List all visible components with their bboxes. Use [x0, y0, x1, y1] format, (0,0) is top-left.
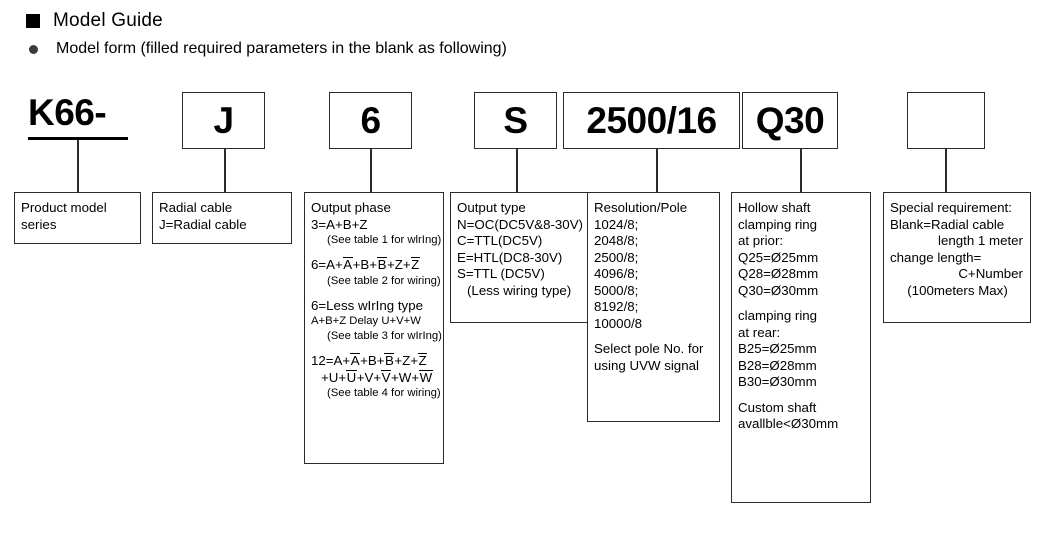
desc-line: B30=Ø30mm: [738, 374, 817, 389]
code-cell-output-phase[interactable]: 6: [329, 92, 412, 149]
connector-cable-type: [224, 149, 226, 192]
desc-line: 8192/8;: [594, 299, 639, 314]
desc-line: B28=Ø28mm: [738, 357, 817, 373]
connector-product-series: [77, 140, 79, 192]
desc-line: clamping ring: [738, 216, 818, 232]
desc-line: B25=Ø25mm: [738, 341, 817, 356]
desc-line: [738, 299, 865, 308]
desc-line: S=TTL (DC5V): [457, 266, 545, 281]
desc-line: 12=A+A+B+B+Z+Z: [311, 353, 428, 368]
connector-special-requirement: [945, 149, 947, 192]
desc-line: avallble<Ø30mm: [738, 416, 839, 431]
desc-line: (See table 2 for wiring): [327, 274, 441, 287]
desc-line: 2048/8;: [594, 233, 639, 248]
code-cell-product-series[interactable]: K66-: [28, 88, 128, 140]
desc-line: 10000/8: [594, 315, 643, 331]
desc-line: A+B+Z Delay U+V+W: [311, 315, 421, 327]
desc-line: using UVW signal: [594, 357, 699, 373]
desc-line: (100meters Max): [907, 282, 1008, 298]
desc-line: 6=A+A+B+B+Z+Z: [311, 257, 420, 272]
filled-square-bullet-icon: [26, 14, 40, 28]
page-subtitle: Model form (filled required parameters i…: [56, 40, 507, 57]
desc-line: clamping ring: [738, 308, 818, 323]
desc-line: 4096/8;: [594, 266, 639, 281]
desc-line: length 1 meter: [937, 233, 1023, 248]
desc-line: (See table 4 for wiring): [327, 387, 441, 399]
code-cell-output-type[interactable]: S: [474, 92, 557, 149]
desc-line: Blank=Radial cable: [890, 216, 1005, 232]
code-cell-cable-type[interactable]: J: [182, 92, 265, 149]
desc-line: C=TTL(DC5V): [457, 233, 543, 248]
desc-line: Resolution/Pole: [594, 200, 688, 215]
page-title: Model Guide: [53, 10, 163, 31]
desc-line: (See table 3 for wIrIng): [327, 330, 442, 342]
code-cell-special-requirement[interactable]: [907, 92, 985, 149]
connector-output-type: [516, 149, 518, 192]
desc-line: 5000/8;: [594, 282, 639, 298]
desc-line: Radial cable: [159, 200, 233, 215]
desc-line: Q28=Ø28mm: [738, 266, 819, 281]
desc-line: C+Number: [958, 266, 1023, 281]
desc-line: Q25=Ø25mm: [738, 249, 819, 265]
desc-line: E=HTL(DC8-30V): [457, 249, 563, 265]
desc-line: Hollow shaft: [738, 200, 811, 215]
desc-line: [594, 332, 714, 341]
desc-line: at prior:: [738, 233, 784, 248]
desc-line: N=OC(DC5V&8-30V): [457, 216, 583, 232]
desc-line: [311, 344, 438, 353]
code-cell-resolution-pole[interactable]: 2500/16: [563, 92, 740, 149]
connector-clamping-ring: [800, 149, 802, 192]
desc-line: 1024/8;: [594, 216, 639, 232]
desc-line: +U+U+V+V+W+W: [321, 369, 433, 385]
model-guide-heading: Model Guide: [26, 10, 163, 32]
desc-line: (Less wiring type): [467, 282, 572, 298]
desc-line: at rear:: [738, 324, 781, 340]
desc-line: [311, 248, 438, 257]
filled-circle-bullet-icon: [29, 44, 38, 54]
code-cell-clamping-ring[interactable]: Q30: [742, 92, 838, 149]
desc-line: J=Radial cable: [159, 216, 247, 232]
desc-line: Custom shaft: [738, 399, 817, 415]
desc-line: change length=: [890, 249, 982, 265]
desc-line: 3=A+B+Z: [311, 216, 368, 232]
desc-line: Product model: [21, 200, 107, 215]
desc-line: 6=Less wIrIng type: [311, 297, 423, 313]
desc-line: [738, 391, 865, 400]
desc-line: Output phase: [311, 200, 391, 215]
desc-line: Q30=Ø30mm: [738, 282, 819, 298]
desc-line: Select pole No. for: [594, 341, 704, 356]
model-form-subheading: Model form (filled required parameters i…: [26, 40, 507, 58]
connector-resolution-pole: [656, 149, 658, 192]
desc-line: [311, 289, 438, 298]
connector-output-phase: [370, 149, 372, 192]
desc-line: 2500/8;: [594, 249, 639, 265]
desc-line: Special requirement:: [890, 200, 1012, 215]
desc-line: series: [21, 216, 57, 232]
desc-line: Output type: [457, 200, 526, 215]
desc-line: (See table 1 for wlrIng): [327, 234, 442, 246]
